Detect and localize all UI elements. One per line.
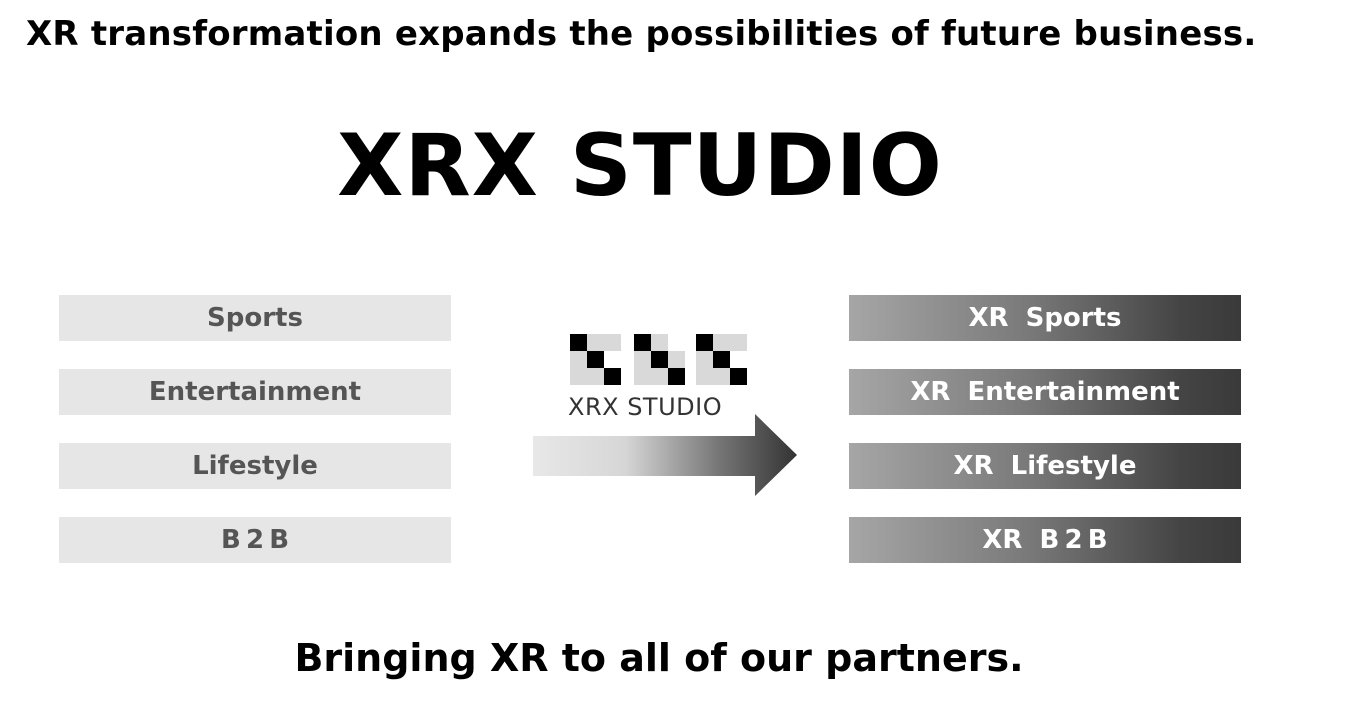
logo-checker-mark: [568, 333, 750, 387]
logo-wordmark: XRX STUDIO: [568, 393, 723, 421]
xr-category-box-sports: XR Sports: [849, 295, 1241, 341]
category-box-lifestyle: Lifestyle: [59, 443, 451, 489]
xr-category-box-entertainment: XR Entertainment: [849, 369, 1241, 415]
category-box-b2b: B 2 B: [59, 517, 451, 563]
footer-statement: Bringing XR to all of our partners.: [294, 636, 1024, 680]
xr-category-box-lifestyle: XR Lifestyle: [849, 443, 1241, 489]
tagline: XR transformation expands the possibilit…: [26, 14, 1257, 54]
category-box-sports: Sports: [59, 295, 451, 341]
main-title: XRX STUDIO: [337, 116, 943, 216]
category-box-entertainment: Entertainment: [59, 369, 451, 415]
source-category-list: Sports Entertainment Lifestyle B 2 B: [59, 295, 451, 591]
xr-category-list: XR Sports XR Entertainment XR Lifestyle …: [849, 295, 1241, 591]
xr-category-box-b2b: XR B 2 B: [849, 517, 1241, 563]
xrx-studio-logo: XRX STUDIO: [568, 333, 750, 421]
transform-arrow-icon: [533, 414, 797, 496]
